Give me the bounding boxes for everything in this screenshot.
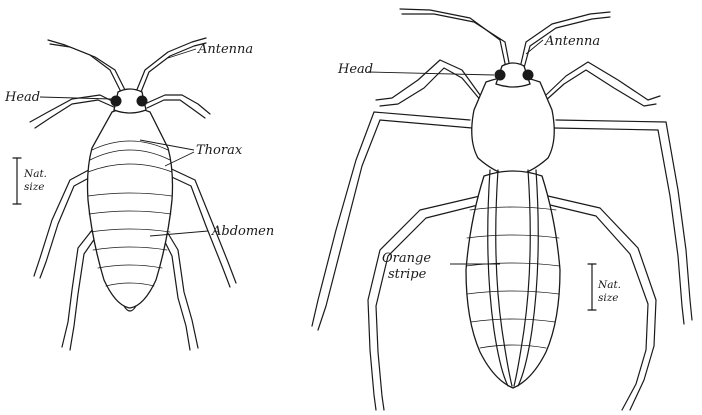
left-scale-label-line1: Nat. <box>23 168 47 180</box>
right-head <box>495 63 534 87</box>
left-scale-bar <box>13 158 21 204</box>
left-thorax-label: Thorax <box>196 143 243 158</box>
right-stripe-label-line1: Orange <box>382 251 431 266</box>
left-body <box>88 108 173 311</box>
right-stripe-label-line2: stripe <box>388 267 427 282</box>
right-scale-label-line1: Nat. <box>597 279 621 291</box>
left-head-label: Head <box>4 90 40 105</box>
left-abdomen-label: Abdomen <box>211 224 274 239</box>
left-scale-label-line2: size <box>24 181 45 193</box>
left-antenna-label: Antenna <box>197 42 253 57</box>
right-scale-bar <box>588 264 596 310</box>
left-antennae <box>48 38 206 92</box>
left-insect: Antenna Head Thorax Abdomen Nat. size <box>4 38 274 350</box>
right-antenna-label: Antenna <box>544 34 600 49</box>
left-head <box>111 89 148 113</box>
right-body <box>466 77 560 388</box>
right-insect: Antenna Head Orange stripe Nat. size <box>312 9 692 410</box>
right-scale-label-line2: size <box>598 292 619 304</box>
right-head-label: Head <box>337 62 373 77</box>
